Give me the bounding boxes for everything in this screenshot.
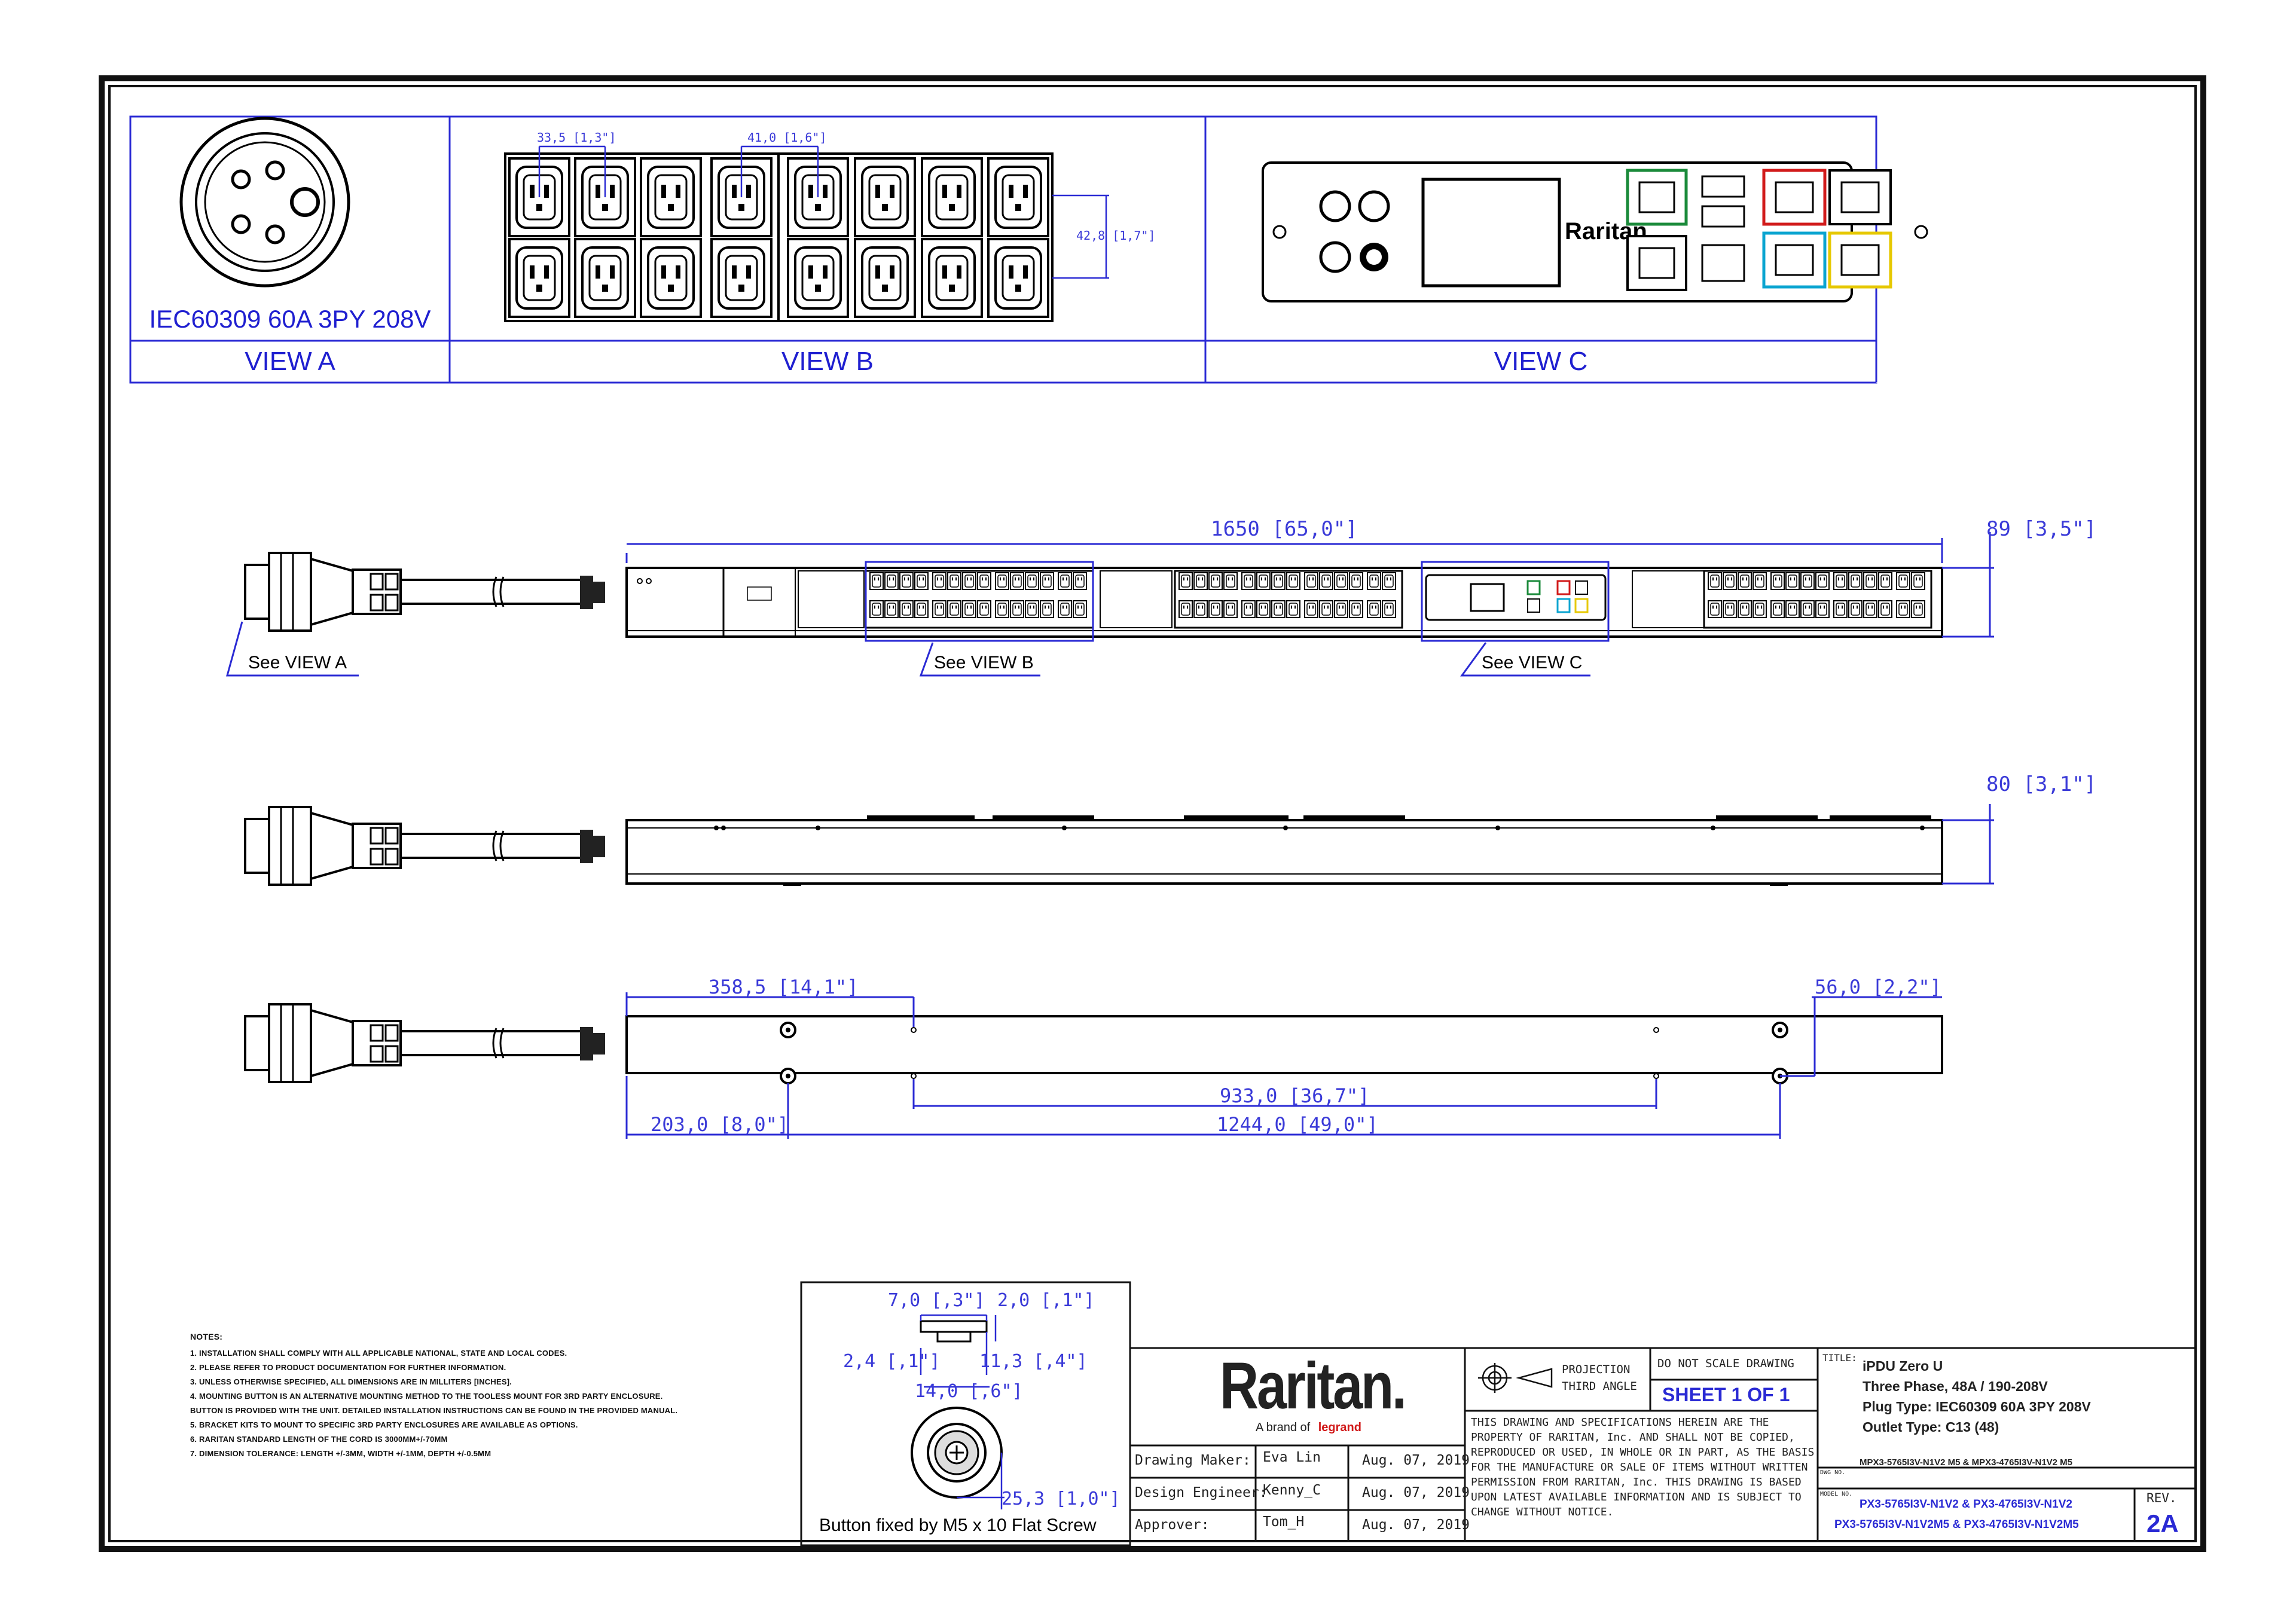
dwg-number: MPX3-5765I3V-N1V2 M5 & MPX3-4765I3V-N1V2…	[1860, 1457, 2073, 1468]
dim-203: 203,0 [8,0"]	[651, 1113, 789, 1136]
note-item: 7. DIMENSION TOLERANCE: LENGTH +/-3MM, W…	[190, 1449, 491, 1458]
see-view-b-callout: See VIEW B	[934, 653, 1034, 673]
view-b-dimension-lines	[538, 145, 1109, 279]
brand-sub-text: A brand of	[1256, 1421, 1311, 1434]
note-item: 2. PLEASE REFER TO PRODUCT DOCUMENTATION…	[190, 1363, 506, 1372]
dim-outlet-pitch-x: 33,5 [1,3"]	[537, 130, 616, 145]
projection-symbol	[1478, 1363, 1553, 1393]
dim-358: 358,5 [14,1"]	[709, 976, 859, 998]
projection-angle: THIRD ANGLE	[1562, 1380, 1637, 1393]
rev-value: 2A	[2147, 1509, 2179, 1538]
brand-logo: Raritan.	[1220, 1349, 1407, 1423]
note-item: 3. UNLESS OTHERWISE SPECIFIED, ALL DIMEN…	[190, 1377, 512, 1386]
back-view	[244, 1003, 1943, 1084]
note-item: BUTTON IS PROVIDED WITH THE UNIT. DETAIL…	[190, 1406, 678, 1415]
notes-heading: NOTES:	[190, 1332, 223, 1341]
do-not-scale: DO NOT SCALE DRAWING	[1657, 1357, 1794, 1370]
dim-button-2-4: 2,4 [,1"]	[843, 1351, 941, 1372]
title-line-4: Outlet Type: C13 (48)	[1863, 1419, 1999, 1435]
title-label: TITLE:	[1822, 1352, 1857, 1364]
view-b-label: VIEW B	[781, 347, 874, 376]
model-label: MODEL NO.	[1820, 1491, 1853, 1497]
drawing-maker-label: Drawing Maker:	[1135, 1453, 1251, 1468]
view-c-controller: Raritan	[1262, 161, 1928, 302]
title-line-3: Plug Type: IEC60309 60A 3PY 208V	[1863, 1399, 2091, 1414]
design-engineer-date: Aug. 07, 2019	[1362, 1485, 1470, 1500]
side-view-dim-lines	[1942, 804, 1994, 885]
dim-button-25-3: 25,3 [1,0"]	[1002, 1488, 1120, 1509]
dim-button-7: 7,0 [,3"]	[888, 1290, 985, 1311]
dim-button-11-3: 11,3 [,4"]	[979, 1351, 1088, 1372]
drawing-maker: Eva Lin	[1263, 1450, 1321, 1465]
front-view	[244, 552, 1943, 638]
note-item: 4. MOUNTING BUTTON IS AN ALTERNATIVE MOU…	[190, 1392, 663, 1401]
back-view-dim-lines	[625, 992, 1942, 1139]
approver-label: Approver:	[1135, 1517, 1210, 1533]
dim-933: 933,0 [36,7"]	[1220, 1084, 1370, 1107]
dim-outlet-pitch-y: 42,8 [1,7"]	[1076, 228, 1156, 243]
note-item: 5. BRACKET KITS TO MOUNT TO SPECIFIC 3RD…	[190, 1420, 578, 1429]
dim-overall-length: 1650 [65,0"]	[1211, 517, 1358, 541]
see-view-c-callout: See VIEW C	[1482, 653, 1583, 673]
outer-frame	[99, 75, 2206, 1552]
rev-label: REV.	[2147, 1491, 2177, 1505]
view-c-label: VIEW C	[1494, 347, 1588, 376]
note-item: 6. RARITAN STANDARD LENGTH OF THE CORD I…	[190, 1435, 448, 1444]
drawing-maker-date: Aug. 07, 2019	[1362, 1453, 1470, 1468]
button-detail-dim-lines	[920, 1314, 1004, 1509]
dim-button-2: 2,0 [,1"]	[997, 1290, 1095, 1311]
title-block-grid	[1129, 1347, 2197, 1542]
brand-sub: A brand of legrand	[1256, 1421, 1361, 1435]
dwg-label: DWG NO.	[1820, 1469, 1846, 1476]
button-detail-caption: Button fixed by M5 x 10 Flat Screw	[819, 1515, 1097, 1535]
model-line-1: PX3-5765I3V-N1V2 & PX3-4765I3V-N1V2	[1860, 1498, 2072, 1511]
side-view	[244, 806, 1943, 886]
view-b-outlet-grid	[504, 152, 1054, 322]
view-a-plug-face	[179, 117, 350, 288]
view-a-label: VIEW A	[245, 347, 335, 376]
title-line-2: Three Phase, 48A / 190-208V	[1863, 1379, 2048, 1394]
design-engineer: Kenny_C	[1263, 1483, 1321, 1498]
view-a-caption: IEC60309 60A 3PY 208V	[149, 305, 431, 333]
dim-1244: 1244,0 [49,0"]	[1217, 1113, 1378, 1136]
design-engineer-label: Design Engineer:	[1135, 1485, 1268, 1500]
approver: Tom_H	[1263, 1514, 1305, 1530]
dim-depth: 80 [3,1"]	[1986, 772, 2097, 796]
button-detail	[800, 1281, 1131, 1546]
title-line-1: iPDU Zero U	[1863, 1358, 1943, 1374]
title-text: iPDU Zero U Three Phase, 48A / 190-208V …	[1863, 1356, 2091, 1437]
brand-parent: legrand	[1318, 1421, 1361, 1434]
disclaimer: THIS DRAWING AND SPECIFICATIONS HEREIN A…	[1471, 1416, 1815, 1518]
see-view-a-callout: See VIEW A	[248, 653, 347, 673]
front-view-callouts	[226, 532, 1994, 677]
dim-width: 89 [3,5"]	[1986, 517, 2097, 541]
approver-date: Aug. 07, 2019	[1362, 1517, 1470, 1533]
sheet-number: SHEET 1 OF 1	[1662, 1384, 1790, 1405]
dim-button-14: 14,0 [,6"]	[915, 1381, 1023, 1402]
model-line-2: PX3-5765I3V-N1V2M5 & PX3-4765I3V-N1V2M5	[1834, 1518, 2079, 1531]
dim-group-gap: 41,0 [1,6"]	[747, 130, 827, 145]
note-item: 1. INSTALLATION SHALL COMPLY WITH ALL AP…	[190, 1349, 567, 1358]
projection-text: PROJECTION	[1562, 1363, 1631, 1376]
dim-56: 56,0 [2,2"]	[1815, 976, 1941, 998]
